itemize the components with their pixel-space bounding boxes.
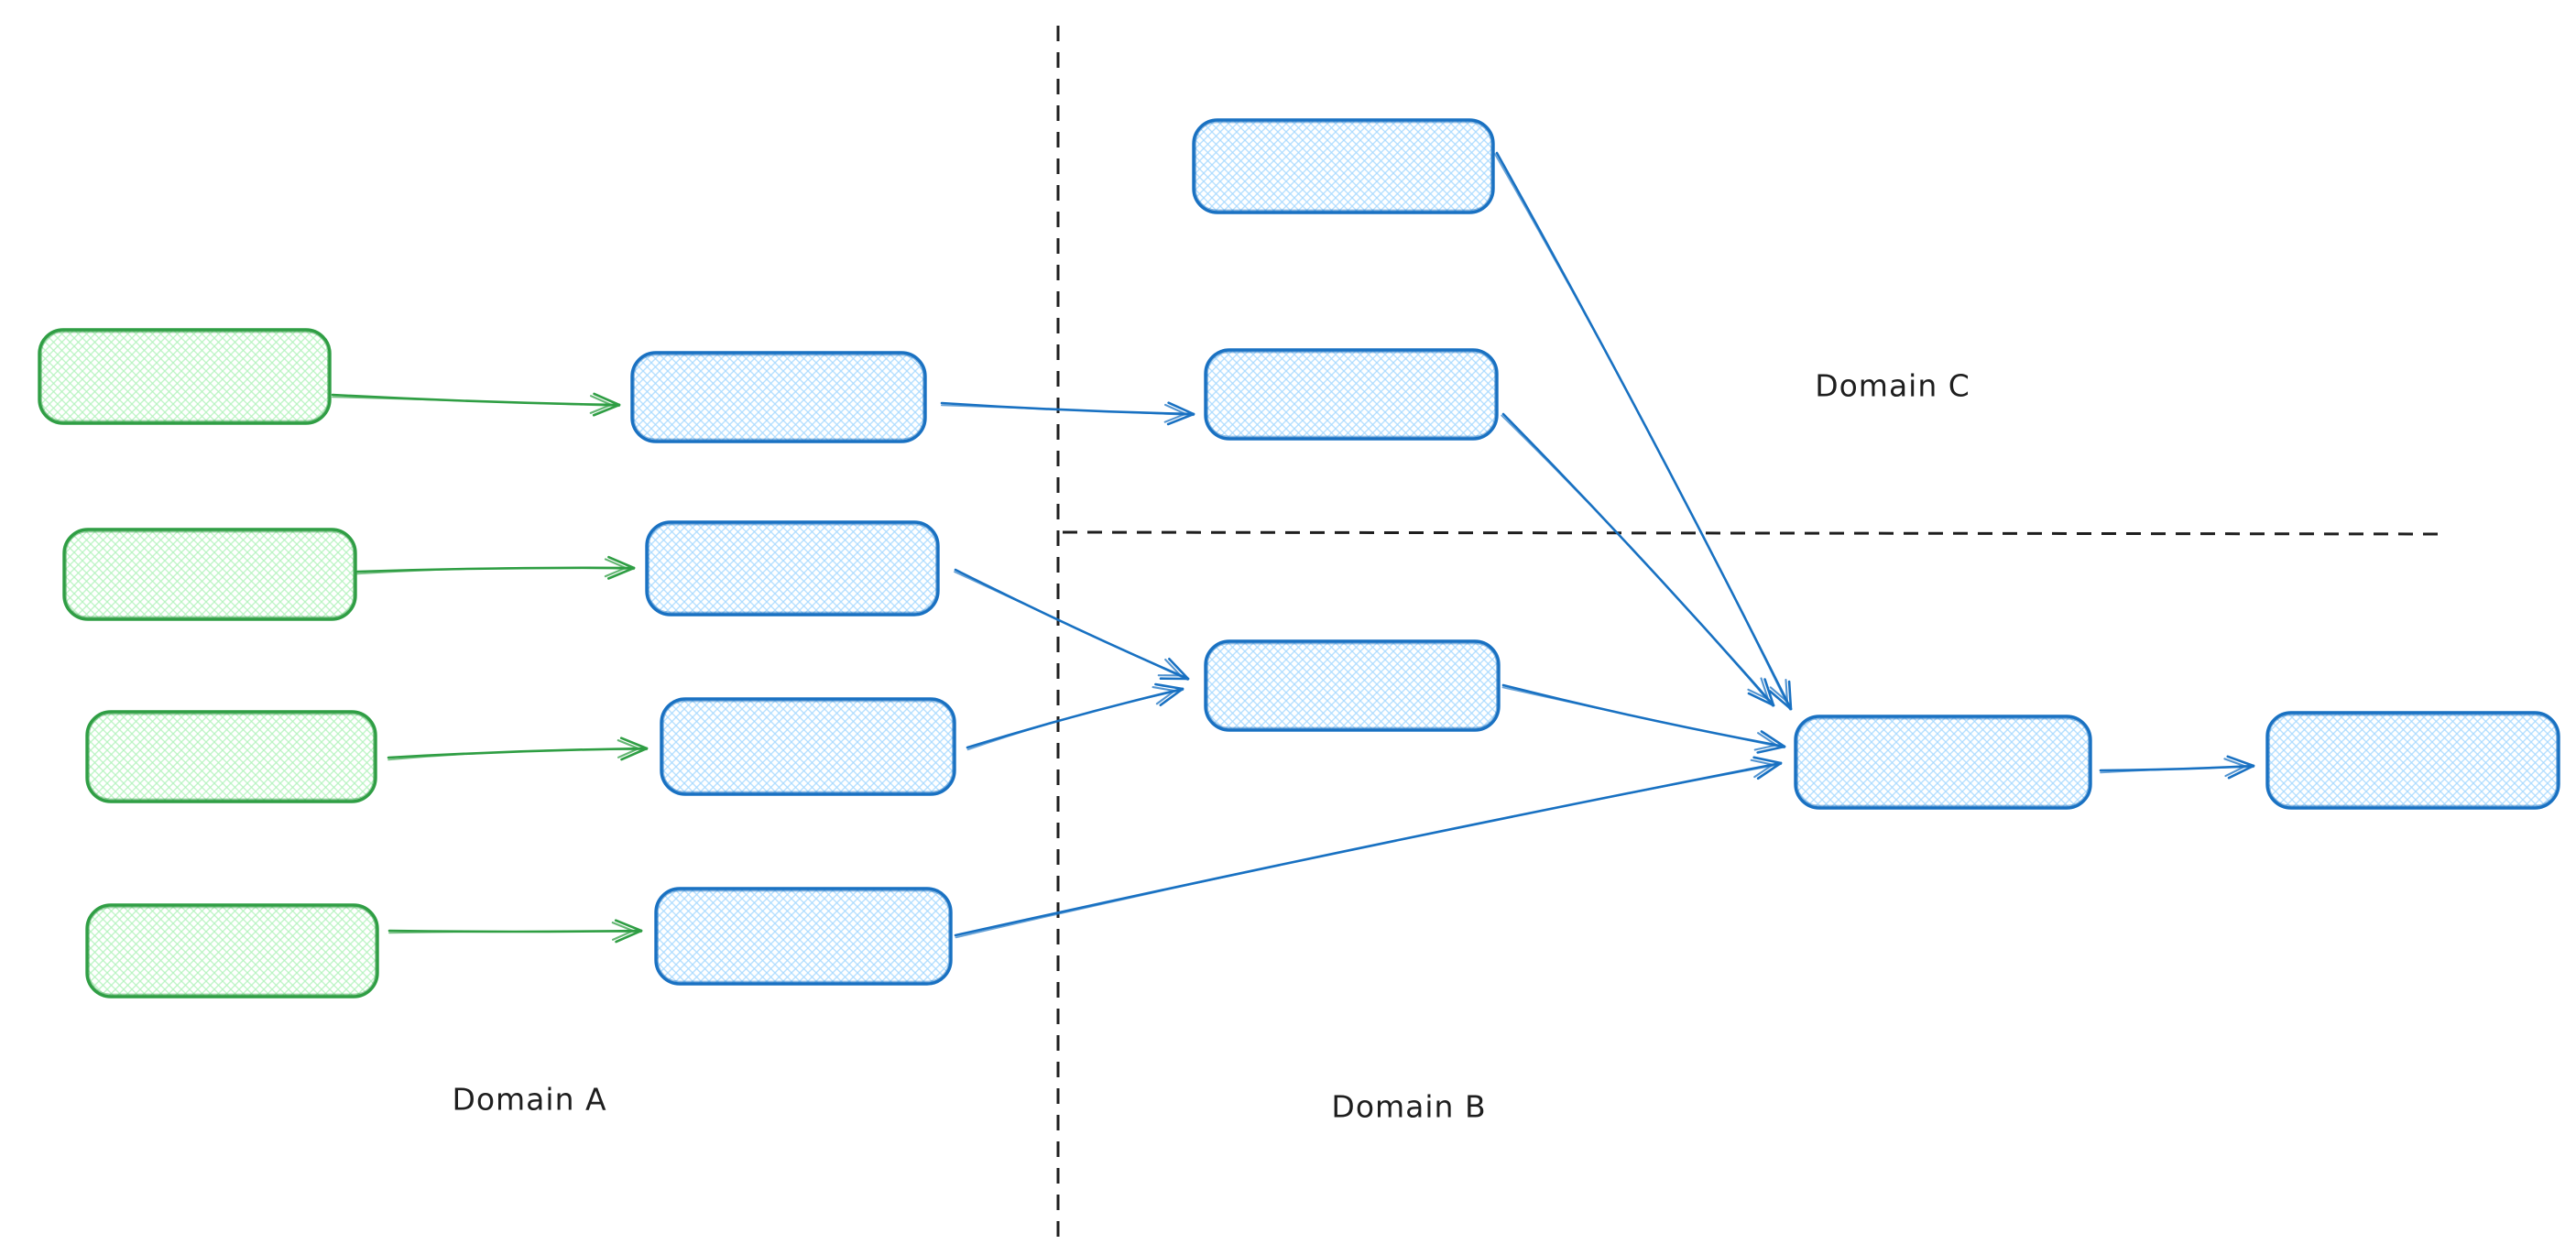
edge-mid4-hub [954,756,1783,939]
edge-mid2-bbox1 [954,568,1190,681]
node-domain-a-mid-1 [630,351,927,443]
node-domain-c-box-2 [1204,348,1499,441]
node-domain-a-source-3 [85,710,377,803]
domain-c-label: Domain C [1815,368,1970,404]
edge-source4-mid4 [387,919,643,944]
node-domain-c-box-1 [1192,118,1495,214]
edge-hub-final [2099,755,2255,780]
edge-bbox1-hub [1501,683,1786,754]
node-domain-a-mid-4 [654,887,953,986]
edge-source2-mid2 [355,555,636,580]
edge-mid3-bbox1 [966,682,1184,751]
node-domain-a-mid-2 [645,520,940,617]
horizontal-domain-divider [1062,530,2447,536]
edge-source3-mid3 [387,737,649,761]
edge-source1-mid1 [331,392,621,417]
node-domain-b-hub [1794,715,2092,810]
edge-cbox2-hub [1501,412,1775,707]
node-domain-a-source-1 [38,328,332,425]
node-domain-a-mid-3 [660,697,956,796]
node-domain-b-final [2265,711,2560,810]
edge-mid1-cbox2 [940,401,1195,426]
node-domain-b-box-1 [1204,639,1501,732]
node-domain-a-source-4 [85,903,379,999]
node-domain-a-source-2 [62,528,357,621]
domain-b-label: Domain B [1331,1089,1486,1125]
domain-a-label: Domain A [452,1082,606,1118]
edge-cbox1-hub [1493,151,1793,711]
